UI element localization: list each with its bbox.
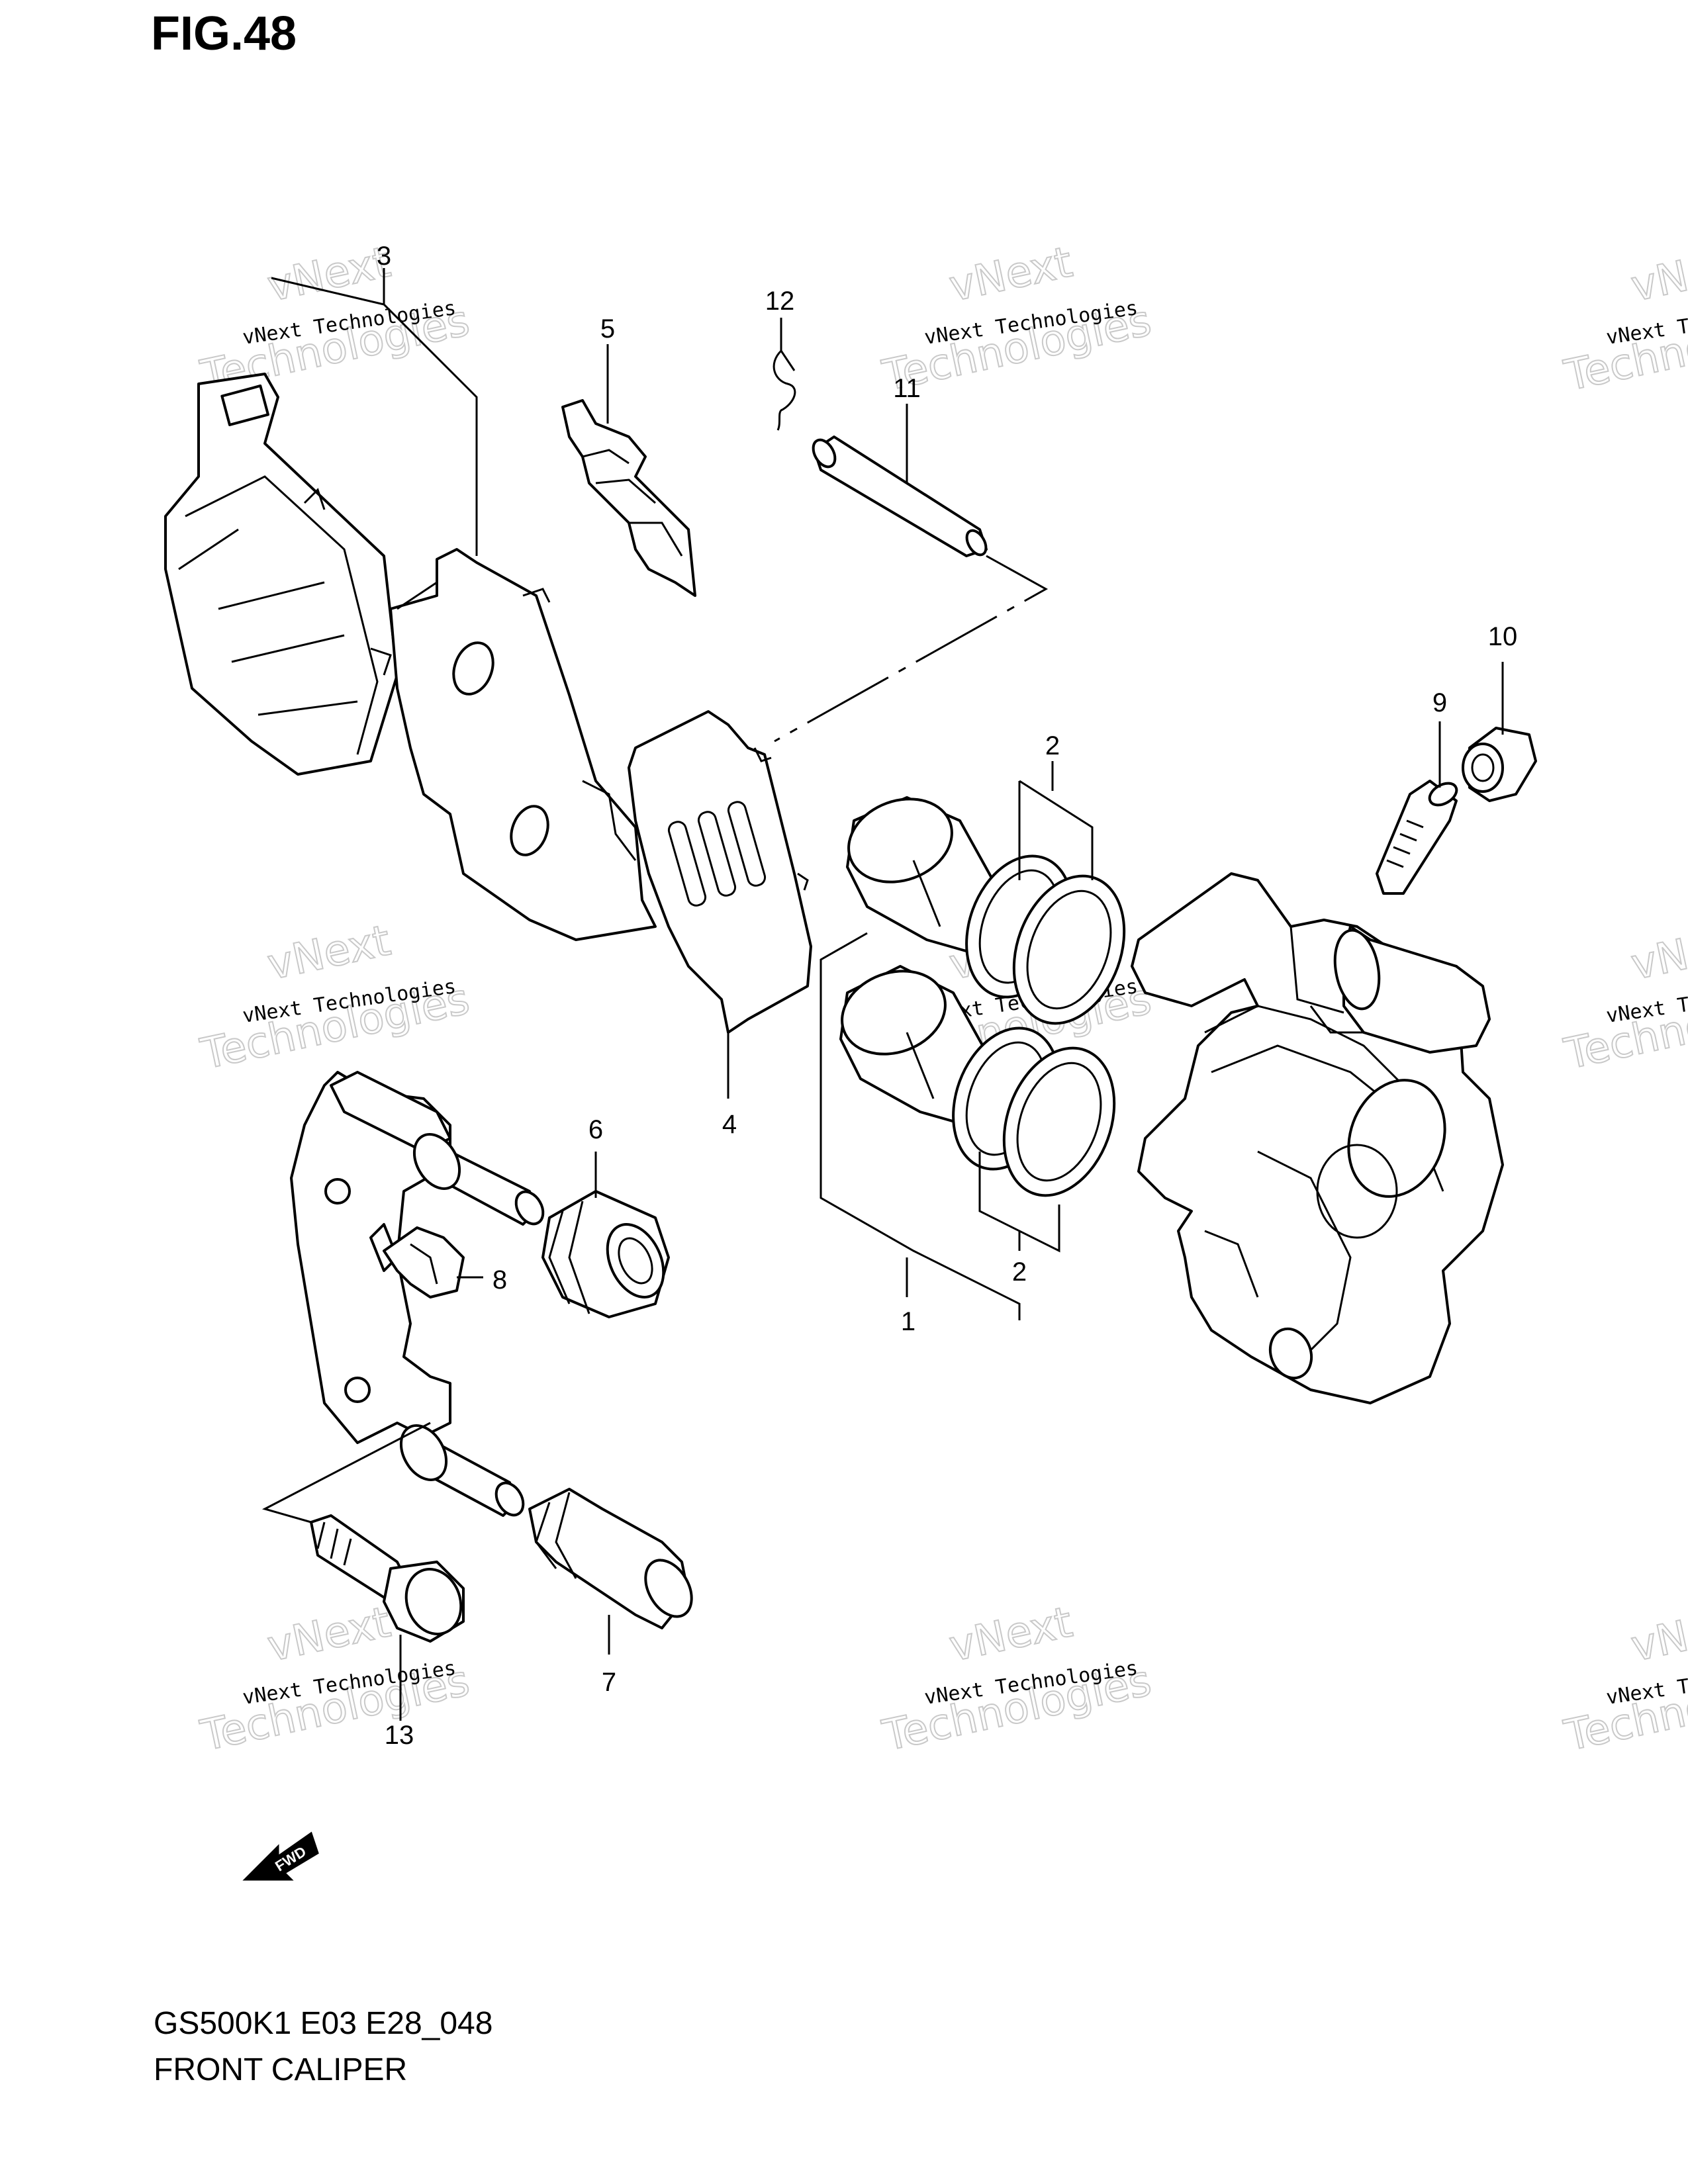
callout-9: 9 [1432, 688, 1447, 717]
pad-pin [812, 435, 988, 557]
pad-spring [561, 399, 696, 597]
pad-shim [628, 710, 812, 1034]
figure-title: FIG.48 [151, 7, 297, 60]
watermark-line2: vNext [263, 916, 395, 989]
watermark-line2: vNext [1627, 1598, 1688, 1671]
callout-13: 13 [385, 1721, 414, 1750]
callout-11: 11 [893, 374, 921, 403]
pad-pin-clip [773, 349, 796, 431]
callout-10: 10 [1488, 622, 1518, 651]
watermark: vNext Technologies vNext Technologies [196, 237, 475, 401]
watermark-line2: vNext [945, 1598, 1076, 1671]
caliper-bracket [290, 1071, 545, 1517]
piston-seal-lower [952, 1026, 1116, 1197]
watermark: vNext Technologies vNext Technologies [878, 1597, 1156, 1761]
watermark-line3: Technologies [1560, 1657, 1688, 1761]
watermark-line2: vNext [1627, 916, 1688, 989]
callout-3: 3 [377, 242, 391, 271]
watermark: vNext Technologies vNext Technologies [196, 915, 475, 1079]
watermark: vNext Technologies vNext Technologies [878, 237, 1156, 401]
callout-2-lower: 2 [1012, 1257, 1027, 1287]
watermark: vNext Technologies vNext Technologies [1560, 915, 1688, 1079]
mounting-bolt [310, 1514, 465, 1643]
fwd-arrow-icon: FWD [242, 1831, 319, 1881]
callout-numbers: 1 2 2 3 4 5 6 7 8 9 10 11 12 13 [377, 242, 1517, 1750]
piston-seal-upper [965, 854, 1126, 1025]
callout-2-upper: 2 [1045, 731, 1060, 760]
caliper-body [1131, 872, 1504, 1404]
callout-5: 5 [600, 314, 615, 343]
watermark-line3: Technologies [1560, 296, 1688, 401]
bleeder-valve [1376, 780, 1458, 895]
callout-7: 7 [602, 1668, 616, 1697]
leader-lines [261, 268, 1504, 1721]
watermark: vNext Technologies vNext Technologies [1560, 237, 1688, 401]
pin-boot-upper [541, 1190, 670, 1318]
watermark-line2: vNext [263, 1598, 395, 1671]
slide-pin-lower [528, 1488, 693, 1629]
bracket-clip [383, 1226, 465, 1298]
callout-4: 4 [722, 1110, 737, 1139]
diagram-title: FRONT CALIPER [154, 2052, 408, 2087]
watermark-line2: vNext [945, 238, 1076, 311]
callout-12: 12 [765, 287, 795, 316]
watermark-line2: vNext [1627, 238, 1688, 311]
watermark-line3: Technologies [1560, 975, 1688, 1079]
callout-1: 1 [901, 1307, 915, 1336]
callout-8: 8 [492, 1265, 507, 1295]
watermark: vNext Technologies vNext Technologies [1560, 1597, 1688, 1761]
watermark-line2: vNext [263, 238, 395, 311]
callout-6: 6 [588, 1115, 603, 1144]
bleeder-cap [1462, 727, 1537, 802]
brake-pad-pair [164, 373, 657, 941]
model-code: GS500K1 E03 E28_048 [154, 2006, 493, 2041]
